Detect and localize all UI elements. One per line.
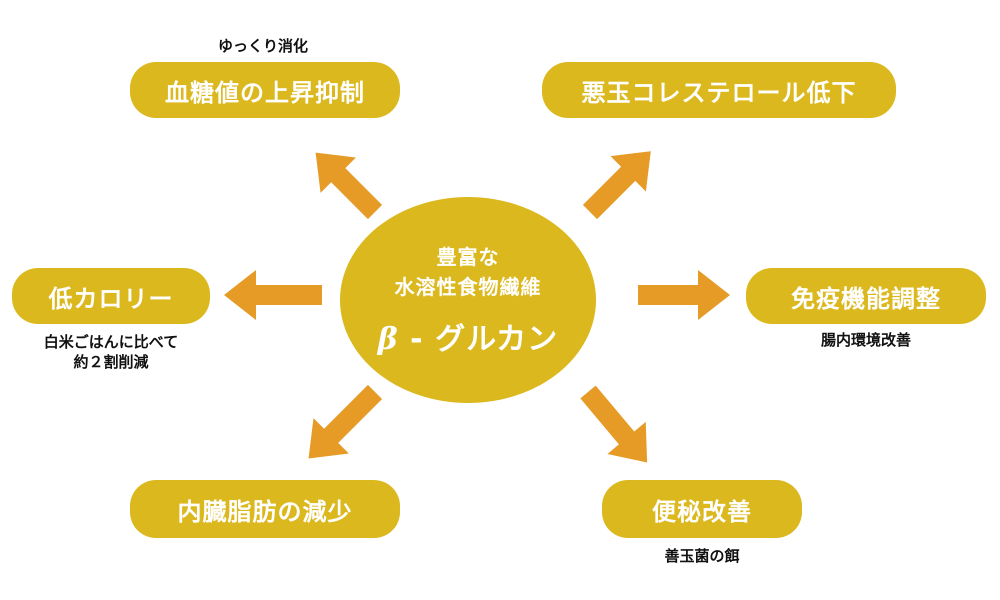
central-topic: 豊富な 水溶性食物繊維 β - グルカン: [340, 197, 596, 403]
note-immunity: 腸内環境改善: [820, 331, 911, 349]
center-separator: -: [410, 322, 436, 357]
note-low-calorie-line2: 約２割削減: [73, 353, 149, 371]
arrow-shape: [638, 270, 730, 320]
benefit-constipation: 便秘改善: [602, 480, 802, 538]
arrow-shape: [580, 385, 648, 463]
center-name: グルカン: [435, 322, 559, 357]
center-title: β - グルカン: [378, 314, 558, 358]
arrow-to-constipation: [580, 385, 648, 463]
arrow-to-blood-sugar: [315, 152, 383, 220]
arrow-shape: [308, 384, 383, 459]
arrow-shape: [315, 152, 383, 220]
arrow-to-immunity: [638, 270, 730, 320]
center-line-2: 水溶性食物繊維: [394, 275, 542, 299]
arrow-to-cholesterol: [582, 151, 651, 220]
benefit-immunity: 免疫機能調整: [746, 268, 986, 324]
arrow-shape: [582, 151, 651, 220]
benefit-visceral-fat: 内臓脂肪の減少: [130, 480, 400, 538]
arrow-to-visceral-fat: [308, 384, 383, 459]
beta-symbol: β: [377, 322, 399, 357]
arrow-shape: [224, 270, 322, 320]
benefit-cholesterol: 悪玉コレステロール低下: [542, 62, 896, 118]
note-low-calorie: 白米ごはんに比べて 約２割削減: [16, 332, 206, 372]
arrow-to-low-calorie: [224, 270, 322, 320]
note-low-calorie-line1: 白米ごはんに比べて: [43, 333, 179, 351]
center-line-1: 豊富な: [436, 245, 500, 269]
note-constipation: 善玉菌の餌: [664, 547, 740, 565]
note-blood-sugar: ゆっくり消化: [217, 37, 308, 55]
benefit-low-calorie: 低カロリー: [12, 268, 210, 324]
benefit-blood-sugar: 血糖値の上昇抑制: [130, 62, 400, 118]
